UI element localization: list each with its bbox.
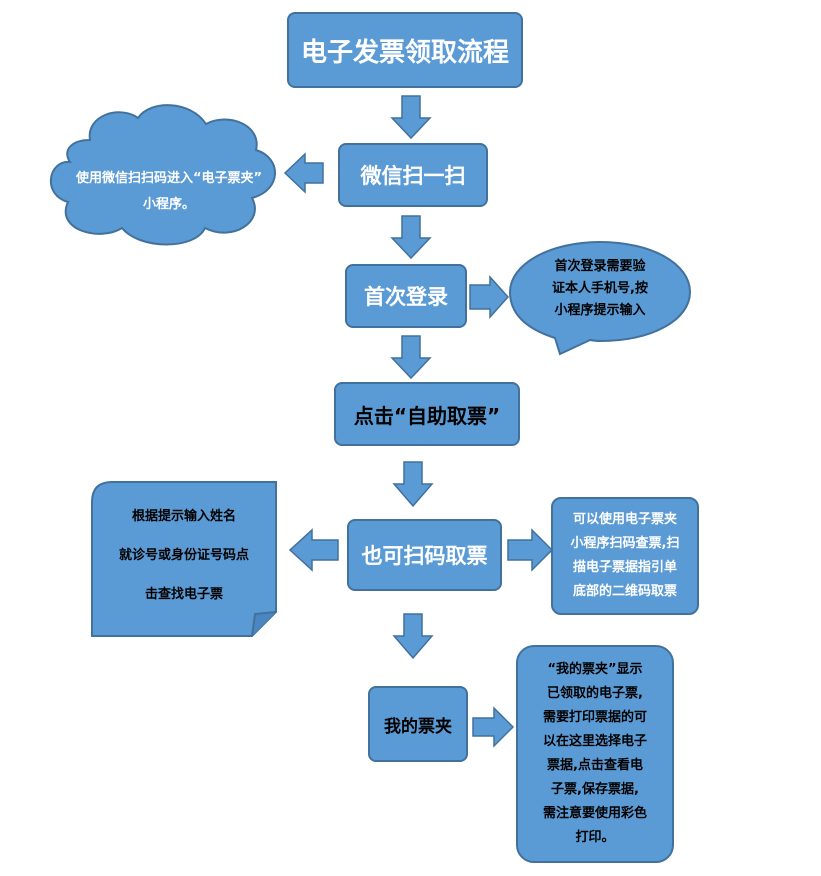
arrow-left-1 <box>283 152 324 194</box>
cloud-shape <box>50 104 276 246</box>
step-self-service-label: 点击“自助取票” <box>353 403 501 428</box>
arrow-down-2 <box>390 215 432 260</box>
step-my-wallet-label: 我的票夹 <box>384 716 452 737</box>
title-box: 电子发票领取流程 <box>287 12 523 88</box>
arrow-left-2 <box>288 528 339 572</box>
arrow-right-3 <box>472 706 515 748</box>
page-title: 电子发票领取流程 <box>300 37 509 68</box>
arrow-down-3 <box>390 335 432 380</box>
arrow-down-5 <box>392 613 434 660</box>
arrows-down <box>390 95 434 660</box>
arrows-right <box>469 275 554 748</box>
folded-card-shape <box>91 481 277 637</box>
step-wechat-scan: 微信扫一扫 <box>338 143 488 207</box>
step-scan-ticket: 也可扫码取票 <box>347 519 502 591</box>
cloud-note: 使用微信扫扫码进入“电子票夹” 小程序。 <box>75 171 263 212</box>
arrow-down-4 <box>392 461 434 508</box>
arrow-down-1 <box>390 95 432 140</box>
step-first-login-label: 首次登录 <box>364 285 448 309</box>
scan-note: 可以使用电子票夹 小程序扫码查票,扫 描电子票据指引单 底部的二维码取票 <box>551 497 699 615</box>
step-self-service: 点击“自助取票” <box>334 382 520 446</box>
step-scan-ticket-label: 也可扫码取票 <box>361 544 488 568</box>
arrows-left <box>283 152 339 572</box>
search-note: 根据提示输入姓名 就诊号或身份证号码点 击查找电子票 <box>118 509 249 602</box>
arrow-right-1 <box>469 275 510 319</box>
step-wechat-scan-label: 微信扫一扫 <box>360 164 466 188</box>
arrow-right-2 <box>507 528 554 572</box>
speech-bubble-shape <box>508 240 692 356</box>
login-note: 首次登录需要验 证本人手机号,按 小程序提示输入 <box>552 259 648 318</box>
step-first-login: 首次登录 <box>345 264 467 328</box>
step-my-wallet: 我的票夹 <box>368 686 468 762</box>
wallet-note: “我的票夹”显示 已领取的电子票, 需要打印票据的可 以在这里选择电子 票据,点… <box>516 645 674 863</box>
